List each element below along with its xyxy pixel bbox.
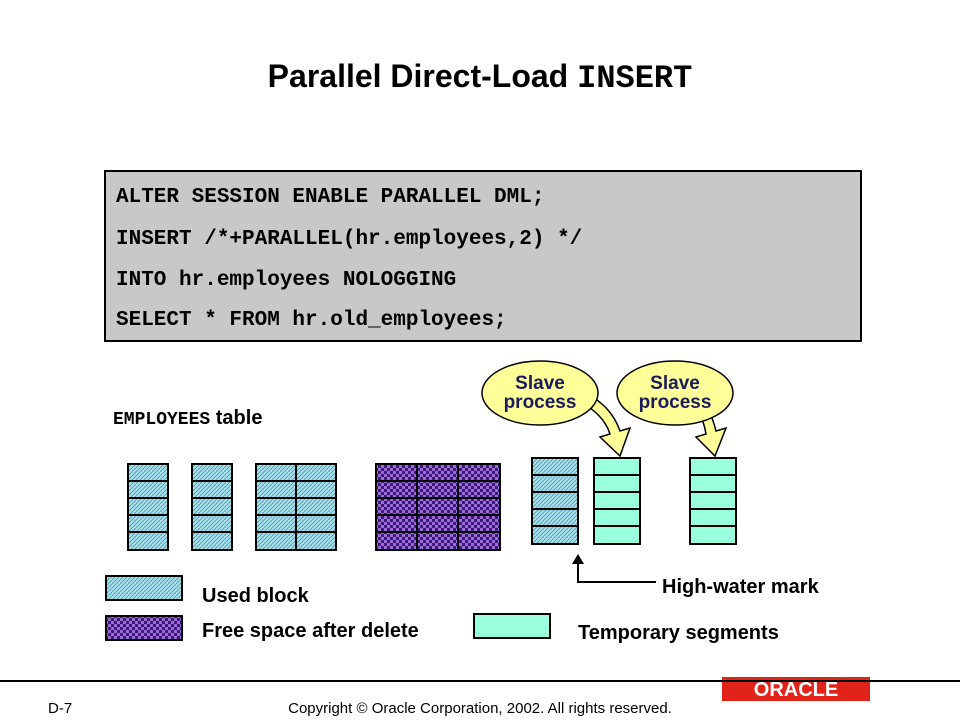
temporary-segment-1: [593, 457, 641, 545]
temporary-segment-2: [689, 457, 737, 545]
high-water-mark-arrow: [572, 554, 656, 583]
code-line-1: ALTER SESSION ENABLE PARALLEL DML;: [116, 186, 545, 209]
oracle-logo-text: ORACLE: [754, 679, 838, 701]
code-line-3: INTO hr.employees NOLOGGING: [116, 269, 457, 292]
slide-title: Parallel Direct-Load INSERT: [0, 58, 960, 97]
legend-used-swatch: [105, 575, 183, 601]
legend-temp-swatch: [473, 613, 551, 639]
code-line-2: INSERT /*+PARALLEL(hr.employees,2) */: [116, 228, 583, 251]
title-text: Parallel Direct-Load: [267, 58, 578, 94]
slave-process-label-2: Slave process: [617, 374, 733, 412]
slave-process-bubble-2: [616, 360, 734, 426]
slave-process-bubble-1: [481, 360, 599, 426]
table-name: EMPLOYEES: [113, 410, 211, 430]
table-word: table: [210, 407, 263, 429]
legend-free-label: Free space after delete: [202, 620, 419, 642]
code-line-4: SELECT * FROM hr.old_employees;: [116, 309, 507, 332]
slave-process-text-2: Slave process: [638, 373, 712, 413]
used-block-column-1: [127, 463, 169, 551]
legend-temp-label: Temporary segments: [578, 622, 779, 644]
title-code: INSERT: [577, 60, 693, 97]
used-block-column-2: [191, 463, 233, 551]
used-block-column-3: [255, 463, 337, 551]
code-box: ALTER SESSION ENABLE PARALLEL DML; INSER…: [104, 170, 862, 342]
high-water-mark-label: High-water mark: [662, 576, 819, 598]
free-space-block: [375, 463, 501, 551]
slave-process-label-1: Slave process: [482, 374, 598, 412]
employees-table-label: EMPLOYEES table: [113, 407, 262, 430]
footer-divider: [0, 680, 960, 682]
legend-free-swatch: [105, 615, 183, 641]
legend-used-label: Used block: [202, 585, 309, 607]
used-block-column-4: [531, 457, 579, 545]
slave-process-text-1: Slave process: [503, 373, 577, 413]
copyright-notice: Copyright © Oracle Corporation, 2002. Al…: [288, 700, 672, 717]
slide-number: D-7: [48, 700, 73, 717]
